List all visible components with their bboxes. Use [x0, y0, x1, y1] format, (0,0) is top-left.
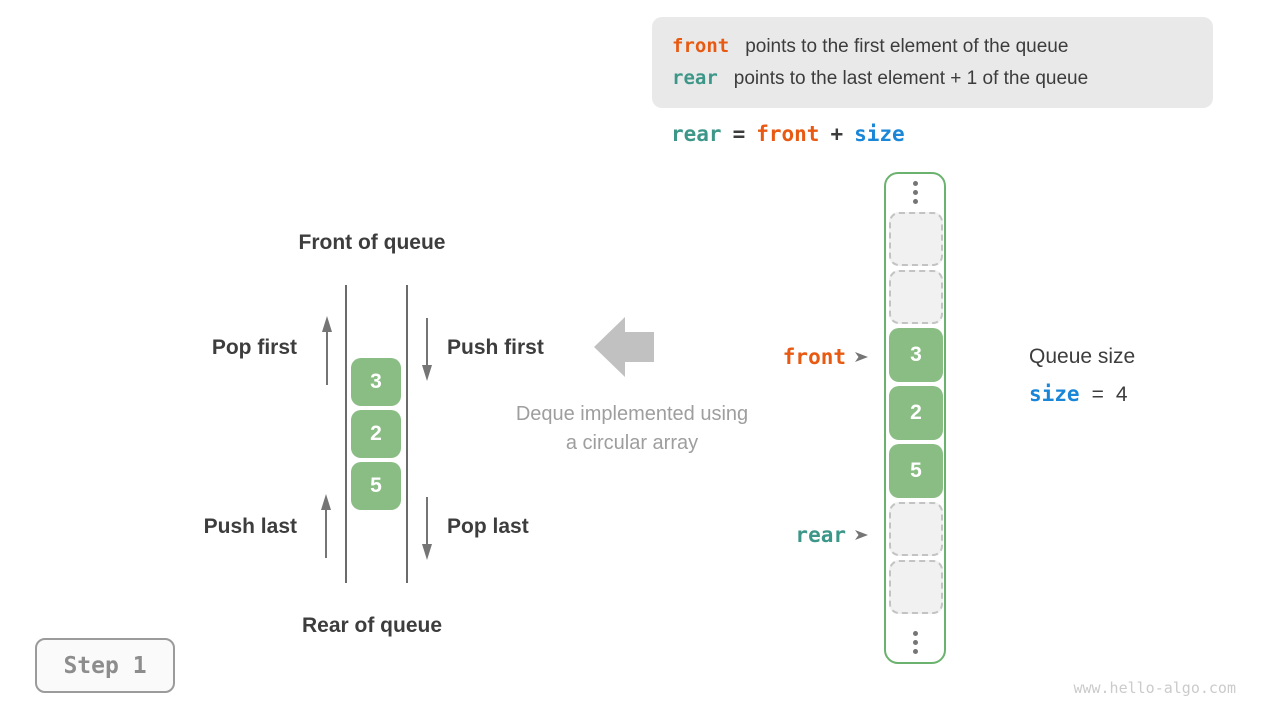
deque-cell: 5 [351, 462, 401, 510]
pointer-arrowhead-icon [855, 351, 868, 363]
rear-pointer: rear [795, 523, 868, 547]
rear-code-label: rear [672, 67, 718, 89]
array-cell-filled: 5 [889, 444, 943, 498]
size-var-label: size [1029, 382, 1080, 406]
step-badge-label: Step 1 [63, 652, 147, 679]
front-pointer: front [783, 345, 868, 369]
vertical-ellipsis-icon [913, 631, 918, 654]
front-description: points to the first element of the queue [745, 36, 1069, 57]
legend-line-front: front points to the first element of the… [672, 35, 1193, 58]
pointer-arrowhead-icon [855, 529, 868, 541]
queue-size-equation: size = 4 [1029, 382, 1128, 407]
ellipsis-dot [913, 640, 918, 645]
size-equals: = [1091, 383, 1104, 406]
deque-cell: 3 [351, 358, 401, 406]
front-pointer-label: front [782, 345, 846, 369]
ellipsis-dot [913, 631, 918, 636]
formula-equals: = [732, 122, 746, 146]
ellipsis-dot [913, 181, 918, 186]
deque-cell: 2 [351, 410, 401, 458]
ellipsis-dot [913, 649, 918, 654]
caption-line-1: Deque implemented using [515, 403, 749, 425]
legend-line-rear: rear points to the last element + 1 of t… [672, 67, 1193, 90]
array-cell-empty [889, 560, 943, 614]
formula-front: front [756, 122, 820, 146]
array-cell-empty [889, 212, 943, 266]
queue-channel-right-line [406, 285, 408, 583]
rear-pointer-label: rear [795, 523, 846, 547]
ellipsis-dot [913, 190, 918, 195]
step-badge: Step 1 [35, 638, 175, 693]
caption-line-2: a circular array [565, 432, 699, 454]
pop-first-up-arrow-icon [322, 316, 332, 385]
push-first-label: Push first [447, 336, 544, 359]
rear-of-queue-label: Rear of queue [301, 614, 443, 637]
pop-last-label: Pop last [447, 515, 529, 538]
pop-last-down-arrow-icon [422, 497, 432, 560]
array-cell-empty [889, 270, 943, 324]
push-last-label: Push last [203, 515, 297, 538]
watermark: www.hello-algo.com [1073, 679, 1236, 697]
array-cell-empty [889, 502, 943, 556]
formula-plus: + [830, 122, 844, 146]
front-of-queue-label: Front of queue [298, 231, 446, 254]
front-code-label: front [672, 35, 730, 57]
left-block-arrow-icon [594, 317, 654, 377]
diagram-caption: Deque implemented using a circular array [467, 400, 797, 458]
pop-first-label: Pop first [211, 336, 297, 359]
pointer-formula: rear = front + size [671, 122, 905, 146]
vertical-ellipsis-icon [913, 181, 918, 204]
push-last-up-arrow-icon [321, 494, 331, 558]
formula-rear: rear [671, 122, 722, 146]
ellipsis-dot [913, 199, 918, 204]
queue-size-label: Queue size [1029, 345, 1136, 368]
size-value: 4 [1115, 383, 1128, 406]
legend-box: front points to the first element of the… [652, 17, 1213, 108]
push-first-down-arrow-icon [422, 318, 432, 381]
queue-channel-left-line [345, 285, 347, 583]
array-cell-filled: 3 [889, 328, 943, 382]
array-cell-filled: 2 [889, 386, 943, 440]
rear-description: points to the last element + 1 of the qu… [733, 68, 1089, 89]
formula-size: size [854, 122, 905, 146]
